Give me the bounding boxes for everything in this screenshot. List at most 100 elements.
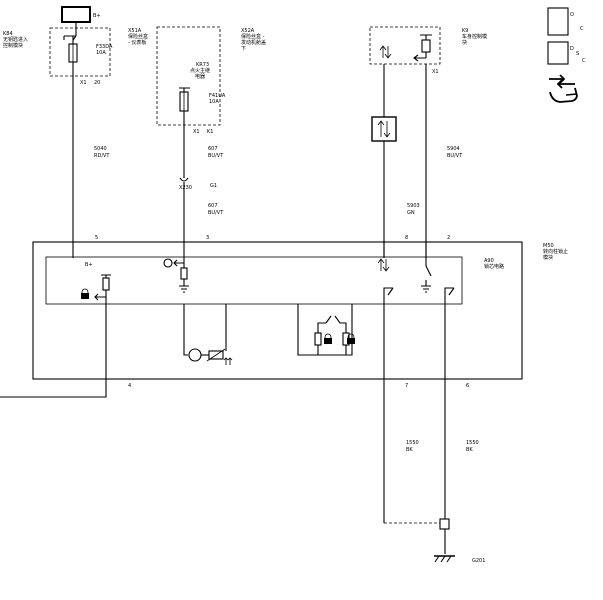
- motor-symbol: [188, 348, 202, 362]
- ground-symbol-1: [179, 279, 189, 293]
- a90-text: 锁芯电路: [484, 263, 504, 270]
- motor-wire-left: [183, 304, 188, 356]
- chassis-ground-6: [444, 287, 455, 300]
- hand-steering-icon: [549, 74, 578, 103]
- fuse-block: X51A 保险丝盒 - 仪表板 X52A 保险丝盒 - 发动机舱盖 下 KR73…: [128, 26, 266, 258]
- wire-607a-color: BU/VT: [208, 153, 224, 159]
- k84-name-line1: 无钥匙进入: [3, 36, 28, 43]
- m50-outer-box: [32, 241, 523, 380]
- k84-feed-wire: [63, 22, 77, 40]
- f41-connector: X1: [193, 129, 200, 135]
- k9-line1: 车身控制模: [462, 33, 487, 40]
- f33-pin: 20: [94, 80, 100, 86]
- internal-switch: [425, 265, 432, 277]
- lock-switch-resistor-1: [314, 332, 322, 346]
- lock-icon-1: [81, 288, 89, 299]
- pin-2: 2: [447, 235, 450, 241]
- pin-3: 3: [206, 235, 209, 241]
- kr73-line1: 点火主继: [190, 67, 210, 74]
- k84-dashed-box: [49, 27, 111, 77]
- wire-5040-color: RD/VT: [94, 153, 110, 159]
- m50-module: M50 转向柱锁止 模块 5 3 8 2 A90 锁芯电路 B+: [32, 235, 568, 389]
- lock-icon-2: [324, 333, 332, 344]
- x52a-line1: 保险丝盒 -: [241, 33, 265, 40]
- k9-line2: 块: [462, 39, 467, 46]
- fuse-block-dashed-box: [156, 26, 221, 126]
- fuse-f41-rating: 10A: [209, 99, 219, 105]
- k84-id: K84: [3, 31, 13, 37]
- legend-box2-c: C: [582, 58, 586, 64]
- legend-box-1: [547, 7, 569, 36]
- m50-id: M50: [543, 243, 554, 249]
- pin-8: 8: [405, 235, 408, 241]
- legend-box2-s: S: [576, 51, 579, 57]
- internal-resistor-1: [102, 277, 110, 291]
- x230-label: X230: [179, 185, 192, 191]
- g201-label: G201: [472, 558, 485, 564]
- internal-bplus: B+: [85, 262, 93, 268]
- k84-bplus-label: B+: [93, 13, 101, 19]
- fuse-f41-id: F41UA: [209, 93, 226, 99]
- k84-module: B+ K84 无钥匙进入 控制模块 F33DA 10A X1 20 5040 R…: [3, 6, 113, 258]
- wire-5904-color: BU/VT: [447, 153, 463, 159]
- wire-607b-color: BU/VT: [208, 210, 224, 216]
- wire-607b-circuit: 607: [208, 203, 218, 209]
- m50-line2: 模块: [543, 254, 553, 261]
- wire-1550b-color: BK: [466, 447, 473, 453]
- wire-1550a-color: BK: [406, 447, 413, 453]
- k9-bidirectional-arrow: [379, 45, 392, 59]
- wire-5903-color: GN: [407, 210, 415, 216]
- legend-box1-o: O: [570, 12, 574, 18]
- serial-data-icon: [371, 116, 397, 142]
- lock-switch-wires: [317, 315, 347, 355]
- k9-module: K9 车身控制模 块 X1 5903 GN 5904 BU/VT: [369, 26, 487, 258]
- internal-input-arrow-1: [94, 290, 107, 301]
- legend-box-2: [547, 41, 569, 65]
- internal-resistor-2: [180, 267, 188, 280]
- lock-switch-loop: [297, 304, 353, 356]
- pin-7: 7: [405, 383, 408, 389]
- a90-id: A90: [484, 258, 494, 264]
- legend-box1-c: C: [580, 26, 584, 32]
- f33-connector: X1: [80, 80, 87, 86]
- m50-line1: 转向柱锁止: [543, 248, 568, 255]
- lock-icon-3: [347, 333, 355, 344]
- k9-connector: X1: [432, 69, 439, 75]
- k84-name-line2: 控制模块: [3, 42, 23, 49]
- pin-6: 6: [466, 383, 469, 389]
- internal-output-arrow: [173, 259, 184, 267]
- internal-data-arrows: [377, 258, 390, 272]
- wire-607a-circuit: 607: [208, 146, 218, 152]
- x51a-line2: - 仪表板: [128, 39, 146, 46]
- motor-position-sensor: [208, 350, 224, 360]
- ground-splice-block: [439, 518, 450, 530]
- kr73-relay-contact: [179, 87, 190, 92]
- fuse-f33-id: F33DA: [96, 44, 113, 50]
- x52a-id: X52A: [241, 28, 255, 34]
- pin-5: 5: [95, 235, 98, 241]
- g1-label: G1: [210, 183, 217, 189]
- motor-heat-arrows: [223, 357, 233, 365]
- wire-pin4-exit: [0, 297, 107, 398]
- wire-1550a-circuit: 1550: [406, 440, 419, 446]
- wire-5040-circuit: 5040: [94, 146, 107, 152]
- legend-box2-d: D: [570, 46, 574, 52]
- wire-1550b-circuit: 1550: [466, 440, 479, 446]
- battery-plus-symbol: [61, 6, 91, 23]
- inline-connector-x230: [179, 177, 189, 182]
- x52a-line3: 下: [241, 46, 246, 52]
- f41-pin: K1: [207, 129, 213, 135]
- k9-pullup-resistor: [421, 39, 431, 53]
- pin-4: 4: [128, 383, 131, 389]
- ground-symbol-2: [421, 280, 431, 293]
- x52a-line2: 发动机舱盖: [241, 39, 266, 46]
- fuse-f33-rating: 10A: [96, 50, 106, 56]
- kr73-line2: 电器: [195, 73, 205, 80]
- x51a-id: X51A: [128, 28, 142, 34]
- wire-5903-circuit: 5903: [407, 203, 420, 209]
- k9-input-arrow: [413, 52, 427, 62]
- chassis-ground-7: [383, 287, 394, 300]
- a90-inner-box: [45, 256, 463, 305]
- serial-data-arrows: [377, 120, 391, 138]
